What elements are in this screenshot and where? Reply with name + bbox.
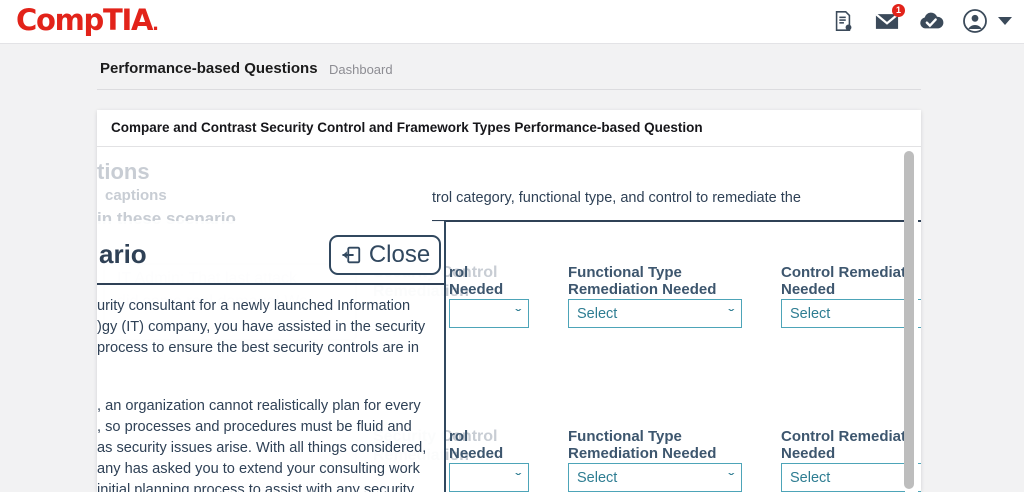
chevron-down-icon: ˇ <box>515 470 521 485</box>
scenario-paragraph-2: , an organization cannot realistically p… <box>97 398 427 492</box>
column-header-control-remediation-2: Control Remediat Needed <box>781 428 907 462</box>
scenario-overlay-panel: ario Close urity consultant for a newly … <box>97 221 446 492</box>
question-divider <box>432 220 921 222</box>
scenario-paragraph-1: urity consultant for a newly launched In… <box>97 298 426 356</box>
modal-header: Compare and Contrast Security Control an… <box>97 110 921 147</box>
modal-title: Compare and Contrast Security Control an… <box>111 120 703 135</box>
question-body: tions captions in these scenario IT Admi… <box>97 147 921 492</box>
select-control-remediation-1[interactable]: Select ˇ <box>781 299 921 328</box>
select-security-control-remediation-2[interactable]: ˇ <box>449 463 529 492</box>
select-control-remediation-2[interactable]: Select ˇ <box>781 463 921 492</box>
scenario-title: ario <box>99 239 147 269</box>
select-functional-type-remediation-2[interactable]: Select ˇ <box>568 463 742 492</box>
page-content: Performance-based Questions Dashboard Co… <box>0 44 1024 492</box>
column-header-control-remediation-1: Control Remediat Needed <box>781 264 907 298</box>
user-avatar-icon[interactable] <box>962 8 988 34</box>
ghost-captions-title: tions <box>97 159 150 184</box>
header-icon-group: 1 <box>830 4 1012 34</box>
document-settings-icon[interactable] <box>830 8 856 34</box>
question-modal: Compare and Contrast Security Control an… <box>97 110 921 492</box>
comptia-logo[interactable]: CompTIA. <box>16 3 159 37</box>
chevron-down-icon[interactable] <box>998 17 1012 25</box>
logo-text: CompTIA <box>16 3 153 37</box>
chevron-down-icon: ˇ <box>728 470 734 485</box>
column-header-functional-type-1: Functional Type Remediation Needed <box>568 264 717 298</box>
scenario-divider <box>97 283 444 285</box>
column-header-security-control-2: rol Needed <box>449 428 504 462</box>
breadcrumb: Performance-based Questions Dashboard <box>97 58 921 90</box>
select-value: Select <box>577 469 618 486</box>
select-value: Select <box>790 469 831 486</box>
page-title: Performance-based Questions <box>100 60 318 77</box>
close-button-label: Close <box>368 241 431 268</box>
column-header-functional-type-2: Functional Type Remediation Needed <box>568 428 717 462</box>
select-value: Select <box>790 305 831 322</box>
column-header-security-control-1: rol Needed <box>449 264 504 298</box>
ghost-subtitle: captions <box>105 187 167 204</box>
chevron-down-icon: ˇ <box>515 306 521 321</box>
question-instruction: trol category, functional type, and cont… <box>432 190 801 206</box>
sign-out-icon <box>342 246 360 264</box>
select-value: Select <box>577 305 618 322</box>
chevron-down-icon: ˇ <box>728 306 734 321</box>
logo-dot: . <box>152 14 159 35</box>
select-functional-type-remediation-1[interactable]: Select ˇ <box>568 299 742 328</box>
mail-icon[interactable]: 1 <box>874 4 905 34</box>
close-button[interactable]: Close <box>329 235 441 275</box>
breadcrumb-dashboard-link[interactable]: Dashboard <box>329 62 393 77</box>
modal-scrollbar-track[interactable] <box>904 147 918 492</box>
cloud-check-icon[interactable] <box>918 8 944 34</box>
modal-scrollbar-thumb[interactable] <box>904 151 914 489</box>
mail-unread-badge: 1 <box>892 4 905 17</box>
top-app-bar: CompTIA. 1 <box>0 0 1024 44</box>
select-security-control-remediation-1[interactable]: ˇ <box>449 299 529 328</box>
